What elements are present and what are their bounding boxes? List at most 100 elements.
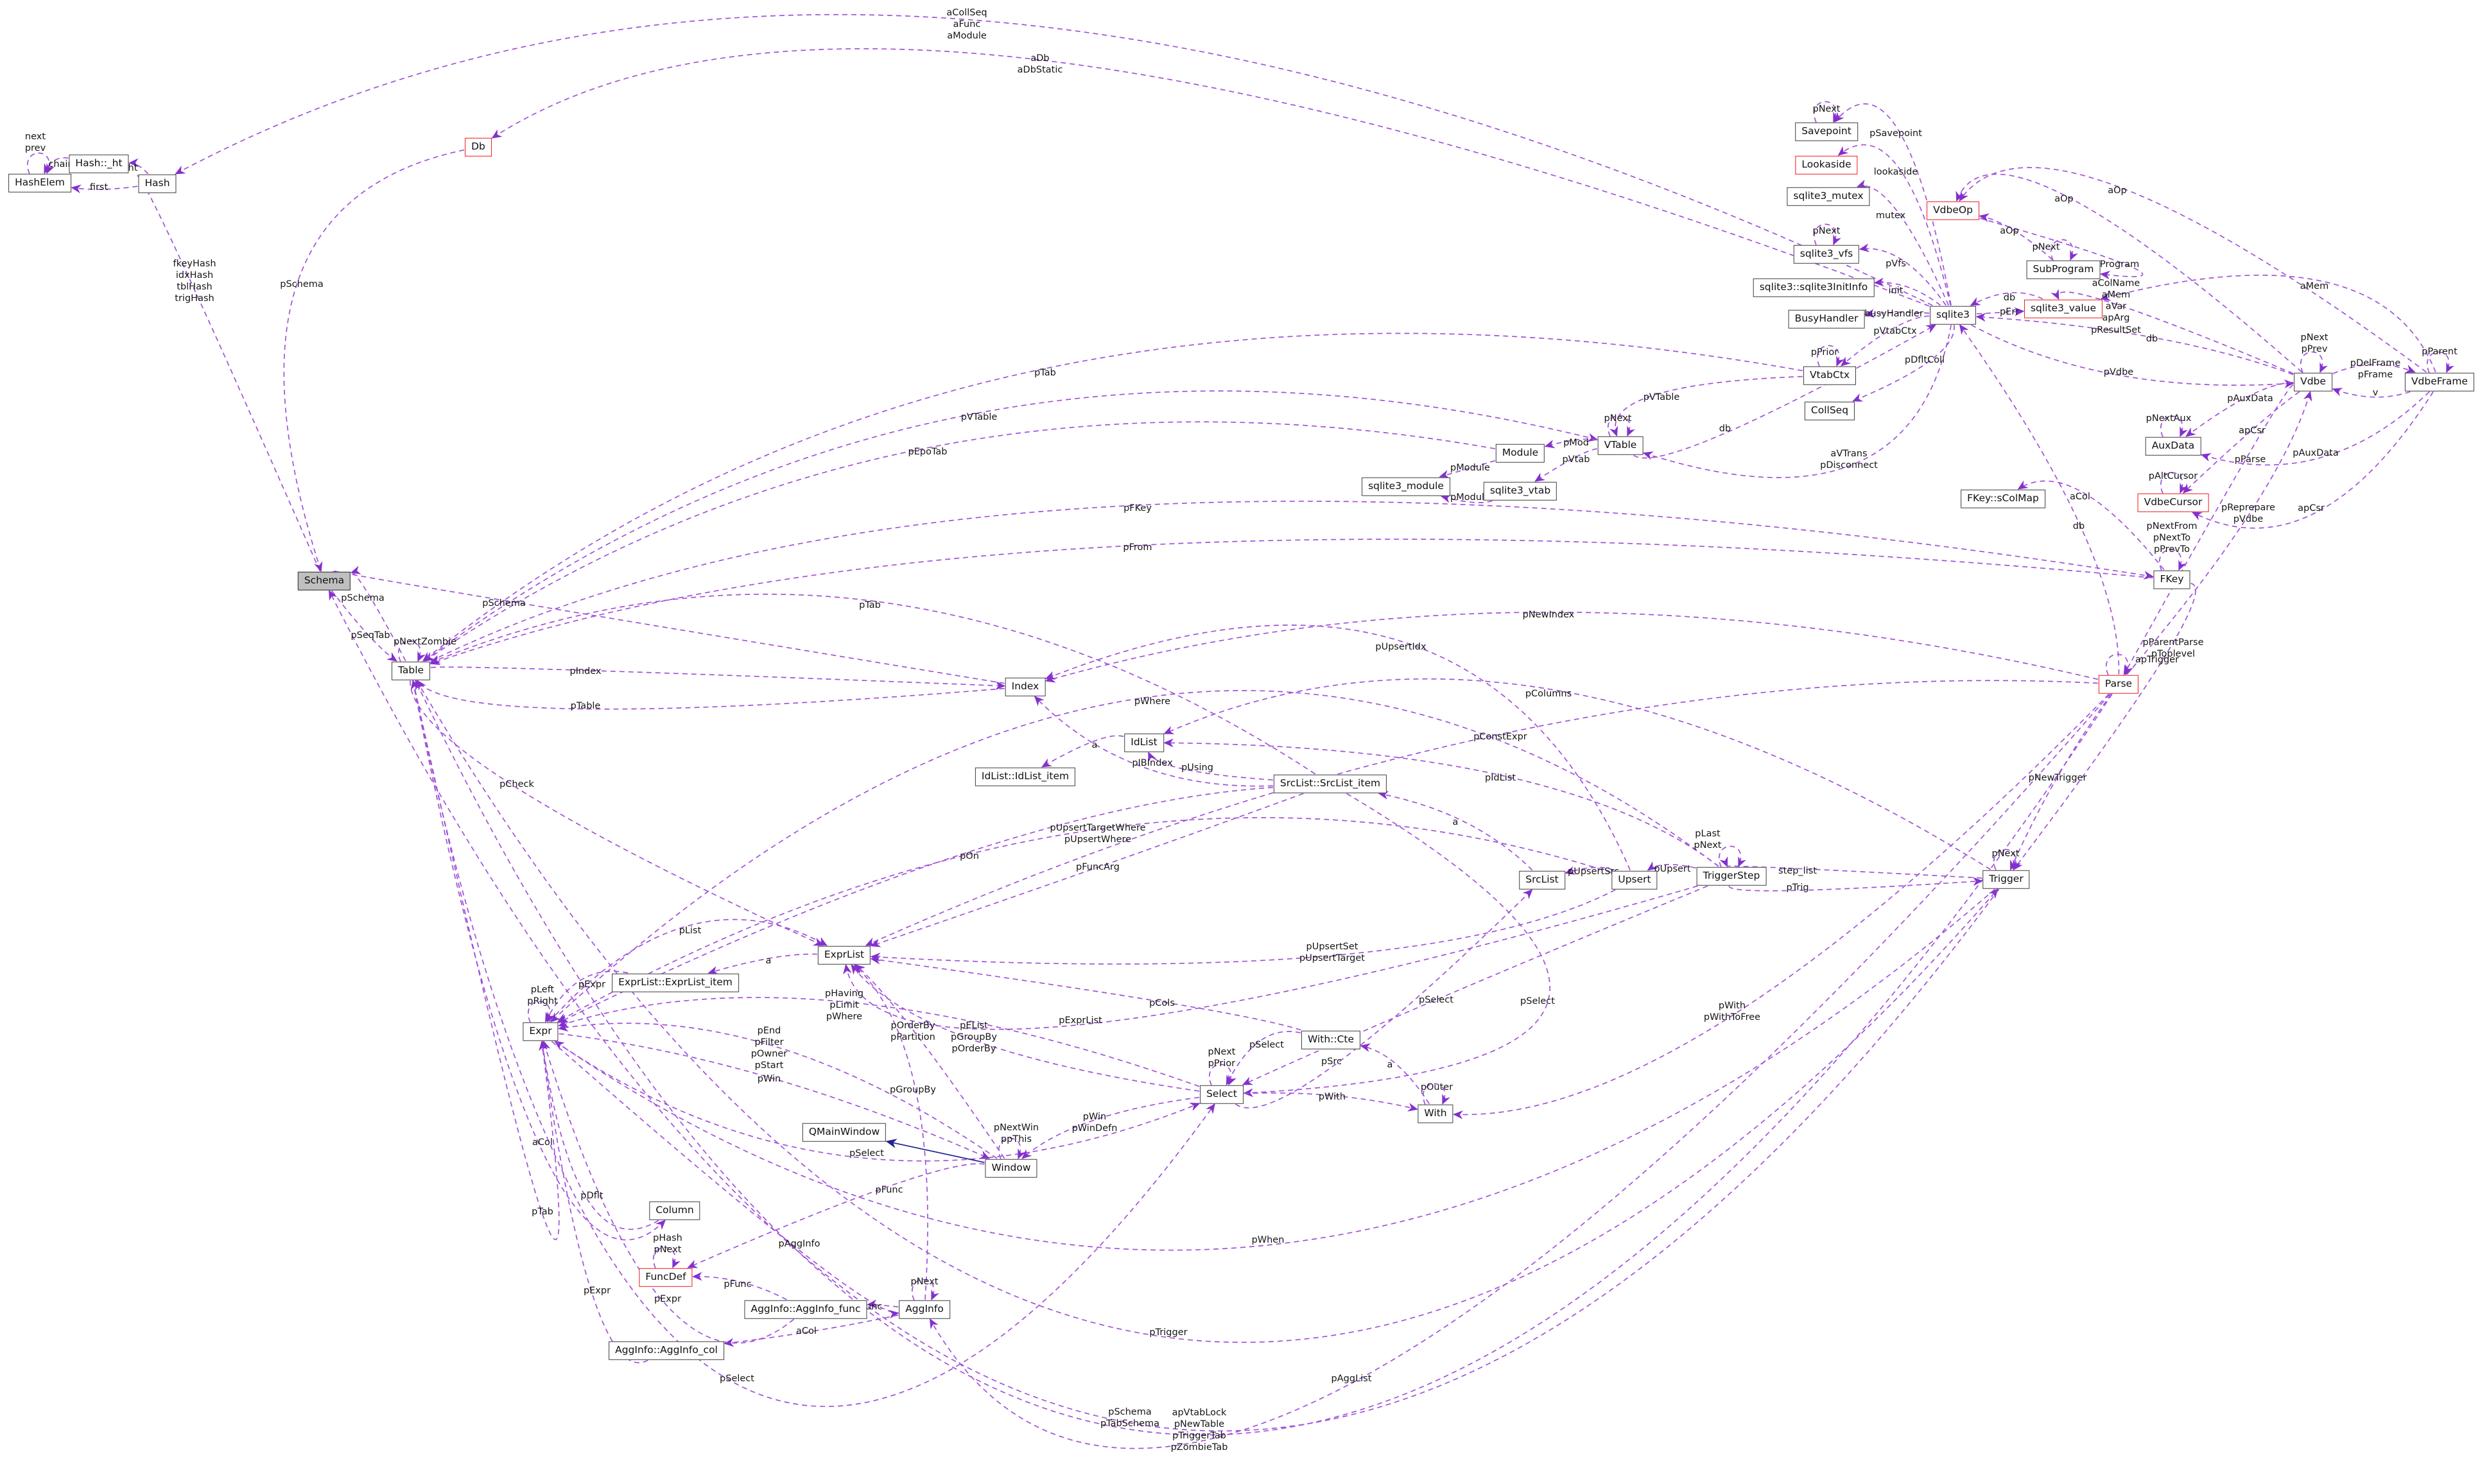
node-db[interactable]: Db [465,137,492,157]
edge-srclist_item-expr [558,786,1273,1023]
node-expr[interactable]: Expr [523,1022,559,1041]
node-agginfo[interactable]: AggInfo [899,1300,950,1319]
edge-label-44: busyHandler [1864,308,1923,319]
node-vtable[interactable]: VTable [1597,436,1643,455]
edge-self-vdbe [2300,351,2328,374]
edge-label-40: mutex [1875,210,1906,221]
edge-label-23: apTrigger [2135,654,2180,665]
edge-srclist_item-select [1243,793,1550,1098]
edge-parse-table [415,679,2113,1436]
edge-sqlite3-vtable [1642,325,1952,478]
node-frame[interactable]: VdbeFrame [2404,372,2475,392]
edge-expr-agginfo [551,1040,899,1319]
node-vfs[interactable]: sqlite3_vfs [1793,245,1860,264]
edge-window-expr [558,1022,998,1159]
edge-label-37: pSavepoint [1869,128,1922,139]
node-with[interactable]: With [1418,1104,1453,1123]
node-hash[interactable]: Hash [138,174,177,193]
node-value[interactable]: sqlite3_value [2024,299,2103,318]
node-sqlite3[interactable]: sqlite3 [1929,306,1977,325]
node-idlist_item[interactable]: IdList::IdList_item [975,767,1076,786]
node-sqmodule[interactable]: sqlite3_module [1362,477,1450,496]
node-schema[interactable]: Schema [297,571,351,591]
node-cursor[interactable]: VdbeCursor [2137,493,2209,512]
edge-label-52: pNext [2032,241,2060,252]
node-hash_ht[interactable]: Hash::_ht [69,154,129,173]
edge-label-2: ht [128,162,138,173]
edge-group [27,13,2454,1449]
node-table[interactable]: Table [391,661,431,680]
edge-select-with [1244,1092,1418,1112]
node-upsert[interactable]: Upsert [1611,870,1658,890]
node-trigstep[interactable]: TriggerStep [1696,867,1767,886]
edge-label-66: pParse [2234,454,2266,465]
node-exprlist_item[interactable]: ExprList::ExprList_item [612,973,739,992]
node-funcdef[interactable]: FuncDef [639,1268,693,1287]
edge-self-parse [2106,653,2133,676]
edge-window-funcdef [687,1163,985,1268]
edge-agg_func-expr [542,1040,795,1344]
edge-module-sqmodule [1439,460,1496,479]
edge-sqlite3-vdbe [1971,324,2294,388]
edge-label-127: pFunc [724,1279,752,1290]
edge-label-98: pTab [859,600,881,610]
node-column[interactable]: Column [649,1201,700,1220]
edge-label-111: pSrc [1321,1056,1342,1067]
node-auxdata[interactable]: AuxData [2145,436,2201,456]
node-vdbeop[interactable]: VdbeOp [1927,201,1979,220]
node-index[interactable]: Index [1005,677,1046,696]
node-agg_func[interactable]: AggInfo::AggInfo_func [744,1300,867,1319]
edge-subprog-vdbeop [1979,213,2053,261]
node-busy[interactable]: BusyHandler [1788,309,1865,329]
edge-label-76: pNext [1991,848,2020,859]
node-fkey[interactable]: FKey [2153,570,2190,589]
edge-trigstep-expr [550,690,1719,1022]
node-vdbe[interactable]: Vdbe [2294,372,2332,392]
edge-cte-select [1226,1031,1301,1086]
node-module[interactable]: Module [1495,444,1545,463]
node-idlist[interactable]: IdList [1124,733,1164,752]
edge-label-67: pReprepare pVdbe [2221,502,2275,524]
node-collseq[interactable]: CollSeq [1804,401,1855,420]
node-subprog[interactable]: SubProgram [2026,260,2101,279]
edge-label-85: pSelect [1419,994,1453,1005]
node-agg_col[interactable]: AggInfo::AggInfo_col [609,1341,724,1360]
edge-label-12: pIndex [569,666,602,677]
edge-trigstep-trigger [1728,877,1983,892]
edge-label-95: pOn [960,850,979,861]
node-initinfo[interactable]: sqlite3::sqlite3InitInfo [1753,278,1875,297]
edge-trigstep-idlist [1163,738,1719,867]
node-select[interactable]: Select [1200,1085,1244,1104]
node-trigger[interactable]: Trigger [1982,870,2030,889]
node-srclist[interactable]: SrcList [1519,870,1565,890]
edge-parse-agginfo [929,693,2111,1449]
node-mutex[interactable]: sqlite3_mutex [1787,187,1870,206]
node-scolmap[interactable]: FKey::sColMap [1961,489,2045,508]
edge-inherit-window-qmainwindow [885,1139,985,1163]
node-parse[interactable]: Parse [2098,675,2139,694]
edge-label-32: pVTable [1643,392,1680,402]
node-window[interactable]: Window [985,1159,1037,1178]
edge-label-105: pTab [532,1206,553,1217]
node-exprlist[interactable]: ExprList [817,945,871,965]
edge-label-101: pExpr [578,979,606,990]
edge-label-31: aVTrans pDisconnect [1820,448,1878,470]
node-sqvtab[interactable]: sqlite3_vtab [1483,481,1557,501]
edge-hash-hash_ht [128,158,149,175]
node-lookaside[interactable]: Lookaside [1795,155,1858,175]
edge-label-79: pSchema pTabSchema [1100,1406,1160,1429]
node-vtabctx[interactable]: VtabCtx [1803,366,1857,385]
node-hashelem[interactable]: HashElem [8,173,71,193]
edge-agginfo-exprlist [853,964,928,1300]
edge-self-trigger [1993,849,2021,871]
node-srclist_item[interactable]: SrcList::SrcList_item [1273,774,1387,793]
node-savepoint[interactable]: Savepoint [1795,122,1858,141]
node-qmainwindow[interactable]: QMainWindow [802,1123,887,1142]
node-cte[interactable]: With::Cte [1301,1030,1361,1049]
edge-fkey-scolmap [2017,480,2165,571]
edge-label-94: pUsing [1181,762,1213,773]
edge-value-sqlite3 [1970,292,2043,306]
edge-label-19: pTrigger [1149,1327,1188,1338]
edge-module-table [424,421,1495,662]
